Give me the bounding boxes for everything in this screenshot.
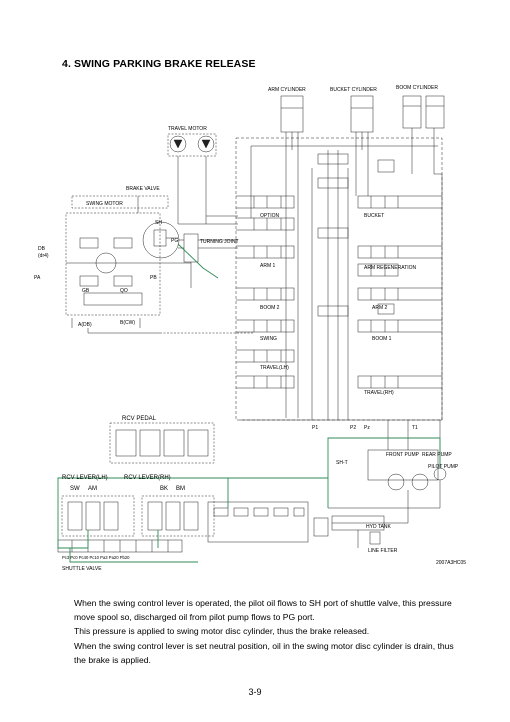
spool-boom1-label: BOOM 1: [372, 336, 392, 342]
shuttle-bottom-label: Pc3 Pc0 Pc40 Pc10 Pa3 Pa20 Pb20: [62, 555, 130, 560]
rcv-lever-rh-label: RCV LEVER(RH): [124, 475, 171, 481]
pump-port-p1: P1: [312, 425, 318, 431]
hyd-tank-label: HYD TANK: [366, 524, 391, 530]
shuttle-valve-label: SHUTTLE VALVE: [62, 566, 102, 572]
pilot-block: [207, 501, 309, 543]
description-line: move spool so, discharged oil from pilot…: [74, 612, 315, 623]
pump-port-pz: Pz: [364, 425, 370, 431]
spool-arm2-label: ARM 2: [372, 305, 388, 311]
arm-cylinder: [280, 95, 304, 150]
pg-label: PG: [171, 238, 178, 244]
bk-label: BK: [160, 486, 168, 492]
description-text: When the swing control lever is operated…: [74, 596, 474, 667]
gb-label: GB: [82, 288, 90, 294]
qo-label: QO: [120, 288, 128, 294]
hydraulic-tank: [331, 515, 385, 548]
description-line: the brake is applied.: [74, 654, 151, 665]
rear-pump-label: REAR PUMP: [422, 452, 452, 458]
description-line: When the swing control lever is set neut…: [74, 640, 454, 651]
travel-motor-label: TRAVEL MOTOR: [168, 126, 207, 132]
pump-port-t1: T1: [412, 425, 418, 431]
shut-label: SH-T: [336, 460, 348, 466]
rcv-pedal: [109, 422, 215, 464]
spool-arm-regen-label: ARM REGENERATION: [364, 265, 417, 271]
description-line: This pressure is applied to swing motor …: [74, 626, 370, 637]
bucket-cylinder-label: BUCKET CYLINDER: [330, 87, 377, 93]
bm-label: BM: [176, 486, 185, 492]
pa-label: PA: [34, 275, 41, 281]
pb-label: PB: [150, 275, 157, 281]
a-port-label: A(DB): [78, 322, 92, 328]
travel-motor: [167, 133, 217, 157]
sh-label: SH: [155, 220, 162, 226]
rcv-pedal-label: RCV PEDAL: [122, 416, 157, 422]
spool-travel-lh-label: TRAVEL(LH): [260, 365, 289, 371]
spool-option-label: OPTION: [260, 213, 280, 219]
boom-cylinder-label: BOOM CYLINDER: [396, 85, 438, 91]
line-filter-label: LINE FILTER: [368, 548, 398, 554]
spool-swing-label: SWING: [260, 336, 277, 342]
am-label: AM: [88, 486, 97, 492]
spool-travel-rh-label: TRAVEL(RH): [364, 390, 394, 396]
description-line: When the swing control lever is operated…: [74, 598, 452, 608]
brake-valve-label: BRAKE VALVE: [126, 186, 160, 192]
db-label: DB: [38, 246, 46, 252]
hydraulic-circuit-diagram: ARM CYLINDER BUCKET CYLINDER BOOM CYLIND…: [34, 85, 466, 572]
pump-port-p2: P2: [350, 425, 356, 431]
arm-cylinder-label: ARM CYLINDER: [268, 87, 306, 93]
rcv-lever-lh: [61, 495, 135, 537]
sw-label: SW: [70, 486, 80, 492]
drawing-number: 2007A3HC05: [436, 560, 466, 566]
front-pump-label: FRONT PUMP: [386, 452, 420, 458]
rcv-lever-rh: [141, 495, 215, 537]
spool-arm1-label: ARM 1: [260, 263, 276, 269]
spool-left: [253, 195, 295, 389]
swing-motor-label: SWING MOTOR: [86, 201, 123, 207]
page-number: 3-9: [248, 687, 262, 697]
rcv-lever-lh-label: RCV LEVER(LH): [62, 475, 108, 481]
bucket-cylinder: [350, 95, 374, 150]
spool-right: [357, 195, 399, 389]
spool-boom2-label: BOOM 2: [260, 305, 280, 311]
b-port-label: B(CW): [120, 320, 135, 326]
turning-joint-label: TURNING JOINT: [200, 239, 239, 245]
spool-bucket-label: BUCKET: [364, 213, 384, 219]
boom-cylinder: [402, 95, 445, 129]
page-title: 4. SWING PARKING BRAKE RELEASE: [62, 58, 256, 70]
swing-motor-block: [65, 195, 169, 316]
drain-label: (dr4): [38, 253, 49, 259]
shuttle-valve: [57, 539, 183, 553]
pilot-pump-label: PILOT PUMP: [428, 464, 459, 470]
